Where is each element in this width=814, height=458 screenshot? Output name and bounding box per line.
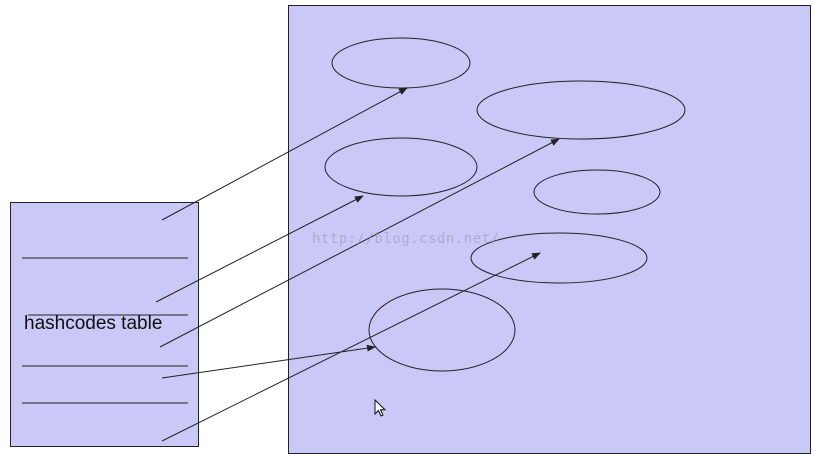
reference-arrow [155,195,364,303]
object-ellipse [476,80,686,140]
object-ellipse [368,288,516,372]
memory-region [288,5,811,454]
reference-arrow [159,138,560,348]
reference-arrow [161,252,541,442]
object-ellipse [470,232,648,284]
reference-arrow [161,87,408,221]
hashcodes-table-label: hashcodes table [24,313,163,334]
hashcodes-table-box [10,202,199,447]
object-ellipse [324,137,478,197]
object-ellipse [533,169,661,215]
watermark-text: http://blog.csdn.net/ [312,231,500,247]
mouse-pointer-icon [374,398,387,417]
